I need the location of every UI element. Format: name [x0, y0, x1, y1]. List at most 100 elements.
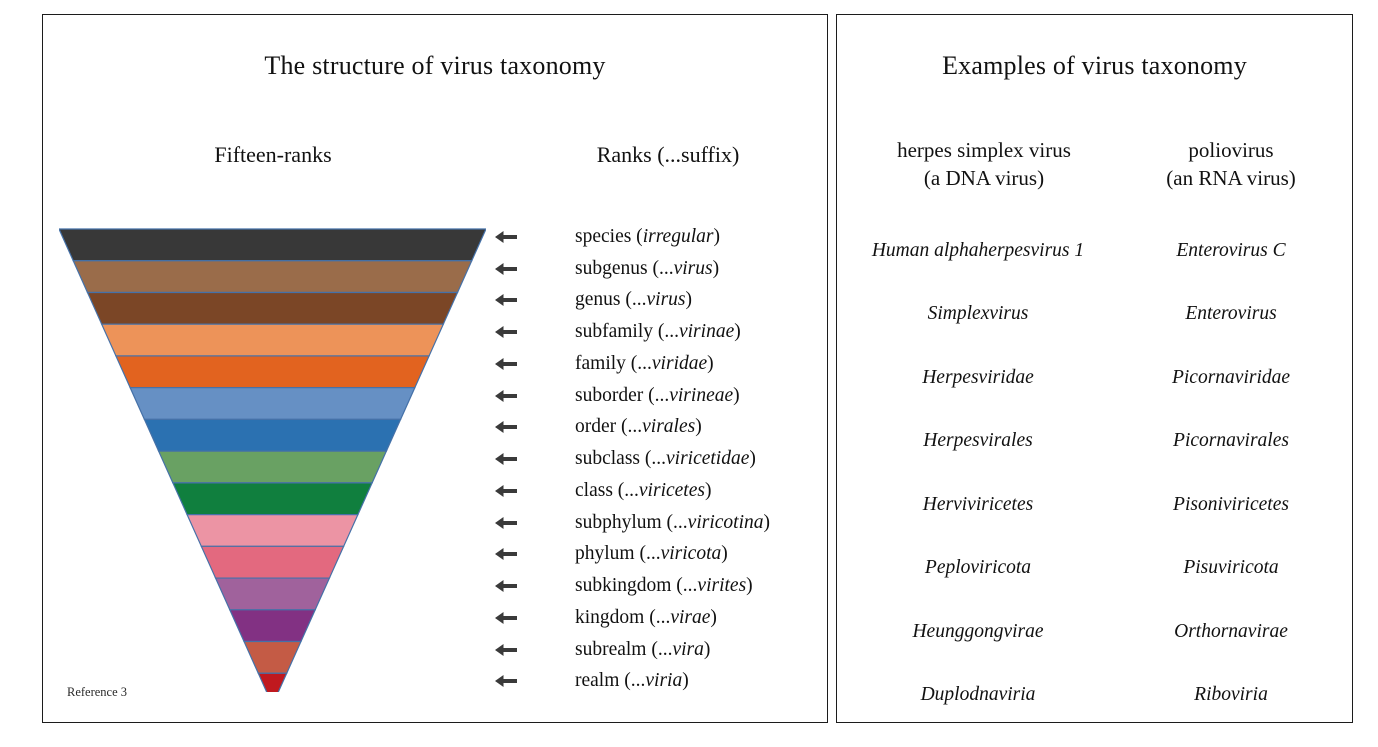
column-header-ranks-suffix: Ranks (...suffix)	[596, 142, 740, 167]
rank-label: family (...viridae)	[575, 352, 714, 374]
rank-row: class (...viricetes)	[491, 475, 821, 507]
example-cell-hsv: Herpesvirales	[923, 430, 1033, 452]
rank-row: kingdom (...virae)	[491, 602, 821, 634]
arrow-left-icon	[491, 389, 521, 403]
rank-label: realm (...viria)	[575, 670, 689, 692]
rank-label: class (...viricetes)	[575, 479, 712, 501]
pyramid-band	[200, 545, 345, 579]
examples-table: Human alphaherpesvirus 1 Enterovirus C Sim…	[837, 219, 1352, 727]
page-title: The structure of virus taxonomy	[264, 51, 606, 80]
examples-panel: Examples of virus taxonomy herpes simple…	[836, 14, 1353, 723]
pyramid-band	[214, 577, 331, 611]
pyramid-band	[157, 450, 388, 484]
arrow-left-icon	[491, 262, 521, 276]
pyramid-band	[129, 387, 416, 420]
table-row: Heunggongvirae Orthornavirae	[837, 600, 1352, 664]
example-column-name-hsv: herpes simplex virus	[897, 138, 1071, 162]
example-cell-hsv: Duplodnaviria	[920, 684, 1036, 706]
example-cell-polio: Riboviria	[1194, 684, 1268, 706]
arrow-left-icon	[491, 357, 521, 371]
table-row: Herpesviridae Picornaviridae	[837, 346, 1352, 410]
example-column-header-polio: poliovirus (an RNA virus)	[1119, 137, 1343, 192]
pyramid-band	[143, 418, 402, 452]
rank-row: genus (...virus)	[491, 285, 821, 317]
example-cell-polio: Pisuviricota	[1183, 557, 1279, 579]
rank-row: family (...viridae)	[491, 348, 821, 380]
arrow-left-icon	[491, 230, 521, 244]
pyramid-band	[72, 260, 473, 294]
arrow-left-icon	[491, 325, 521, 339]
pyramid-band	[257, 672, 288, 692]
arrow-left-icon	[491, 452, 521, 466]
table-row: Duplodnaviria Riboviria	[837, 664, 1352, 728]
example-cell-polio: Orthornavirae	[1174, 620, 1288, 642]
rank-label: subrealm (...vira)	[575, 638, 711, 660]
inverted-pyramid-chart	[59, 215, 486, 692]
arrow-left-icon	[491, 611, 521, 625]
table-row: Herviviricetes Pisoniviricetes	[837, 473, 1352, 537]
rank-row: phylum (...viricota)	[491, 539, 821, 571]
example-cell-polio: Picornavirales	[1173, 430, 1289, 452]
example-cell-hsv: Herpesviridae	[922, 366, 1034, 388]
example-cell-hsv: Simplexvirus	[927, 303, 1029, 325]
pyramid-band	[228, 609, 317, 643]
pyramid-band	[186, 514, 359, 547]
table-row: Herpesvirales Picornavirales	[837, 410, 1352, 474]
rank-label: genus (...virus)	[575, 289, 692, 311]
rank-label: subfamily (...virinae)	[575, 321, 741, 343]
arrow-left-icon	[491, 484, 521, 498]
pyramid-band	[171, 482, 374, 516]
example-cell-hsv: Human alphaherpesvirus 1	[871, 239, 1085, 261]
column-header-fifteen-ranks: Fifteen-ranks	[214, 142, 332, 167]
arrow-left-icon	[491, 293, 521, 307]
rank-row: realm (...viria)	[491, 666, 821, 698]
pyramid-svg	[59, 228, 486, 692]
rank-label: suborder (...virineae)	[575, 384, 740, 406]
rank-label-list: species (irregular) subgenus (...virus) ge…	[491, 221, 821, 697]
example-column-note-polio: (an RNA virus)	[1166, 165, 1296, 190]
example-cell-hsv: Herviviricetes	[922, 493, 1034, 515]
rank-row: subkingdom (...virites)	[491, 570, 821, 602]
rank-row: subphylum (...viricotina)	[491, 507, 821, 539]
example-cell-polio: Picornaviridae	[1171, 366, 1291, 388]
rank-label: kingdom (...virae)	[575, 606, 717, 628]
arrow-left-icon	[491, 420, 521, 434]
rank-row: suborder (...virineae)	[491, 380, 821, 412]
example-cell-polio: Enterovirus	[1185, 303, 1277, 325]
pyramid-band	[100, 323, 445, 357]
table-row: Human alphaherpesvirus 1 Enterovirus C	[837, 219, 1352, 283]
example-cell-polio: Enterovirus C	[1176, 239, 1286, 261]
rank-label: subclass (...viricetidae)	[575, 448, 756, 470]
rank-label: order (...virales)	[575, 416, 702, 438]
arrow-left-icon	[491, 516, 521, 530]
pyramid-band	[86, 291, 459, 325]
reference-note: Reference 3	[67, 685, 128, 699]
rank-label: subphylum (...viricotina)	[575, 511, 770, 533]
example-column-name-polio: poliovirus	[1188, 138, 1274, 162]
table-row: Simplexvirus Enterovirus	[837, 283, 1352, 347]
examples-title: Examples of virus taxonomy	[942, 51, 1247, 80]
example-cell-hsv: Peploviricota	[924, 557, 1032, 579]
arrow-left-icon	[491, 579, 521, 593]
example-cell-hsv: Heunggongvirae	[912, 620, 1044, 642]
example-column-note-hsv: (a DNA virus)	[923, 165, 1045, 190]
rank-row: subgenus (...virus)	[491, 253, 821, 285]
rank-row: subclass (...viricetidae)	[491, 443, 821, 475]
arrow-left-icon	[491, 643, 521, 657]
pyramid-band	[243, 640, 302, 674]
rank-row: species (irregular)	[491, 221, 821, 253]
rank-label: subgenus (...virus)	[575, 257, 720, 279]
rank-row: subrealm (...vira)	[491, 634, 821, 666]
rank-label: phylum (...viricota)	[575, 543, 728, 565]
rank-row: subfamily (...virinae)	[491, 316, 821, 348]
rank-label: species (irregular)	[575, 225, 720, 247]
example-cell-polio: Pisoniviricetes	[1173, 493, 1289, 515]
table-row: Peploviricota Pisuviricota	[837, 537, 1352, 601]
structure-panel: The structure of virus taxonomy Fifteen-…	[42, 14, 828, 723]
example-column-header-hsv: herpes simplex virus (a DNA virus)	[849, 137, 1119, 192]
arrow-left-icon	[491, 547, 521, 561]
rank-row: order (...virales)	[491, 412, 821, 444]
pyramid-band	[115, 355, 430, 389]
pyramid-band	[59, 228, 486, 262]
rank-label: subkingdom (...virites)	[575, 575, 753, 597]
